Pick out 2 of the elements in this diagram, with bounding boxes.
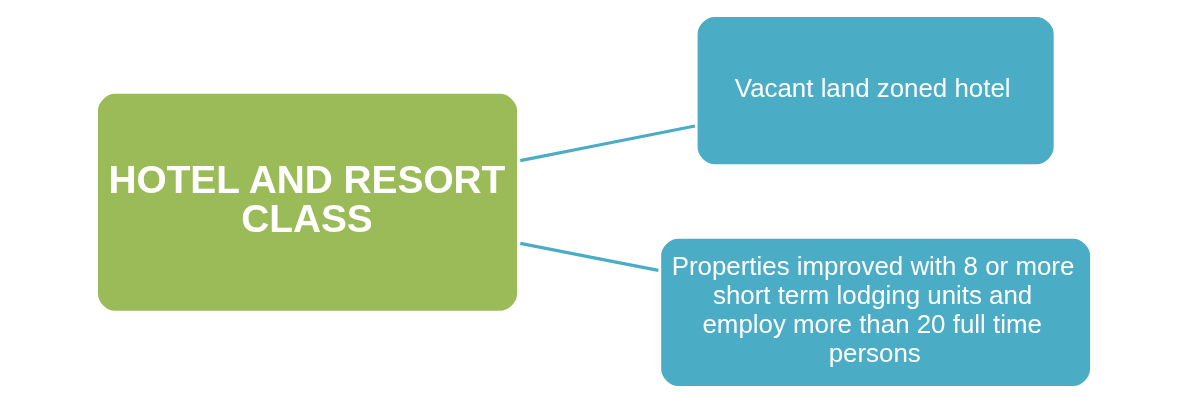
connector bbox=[519, 124, 695, 163]
connector bbox=[519, 241, 659, 272]
